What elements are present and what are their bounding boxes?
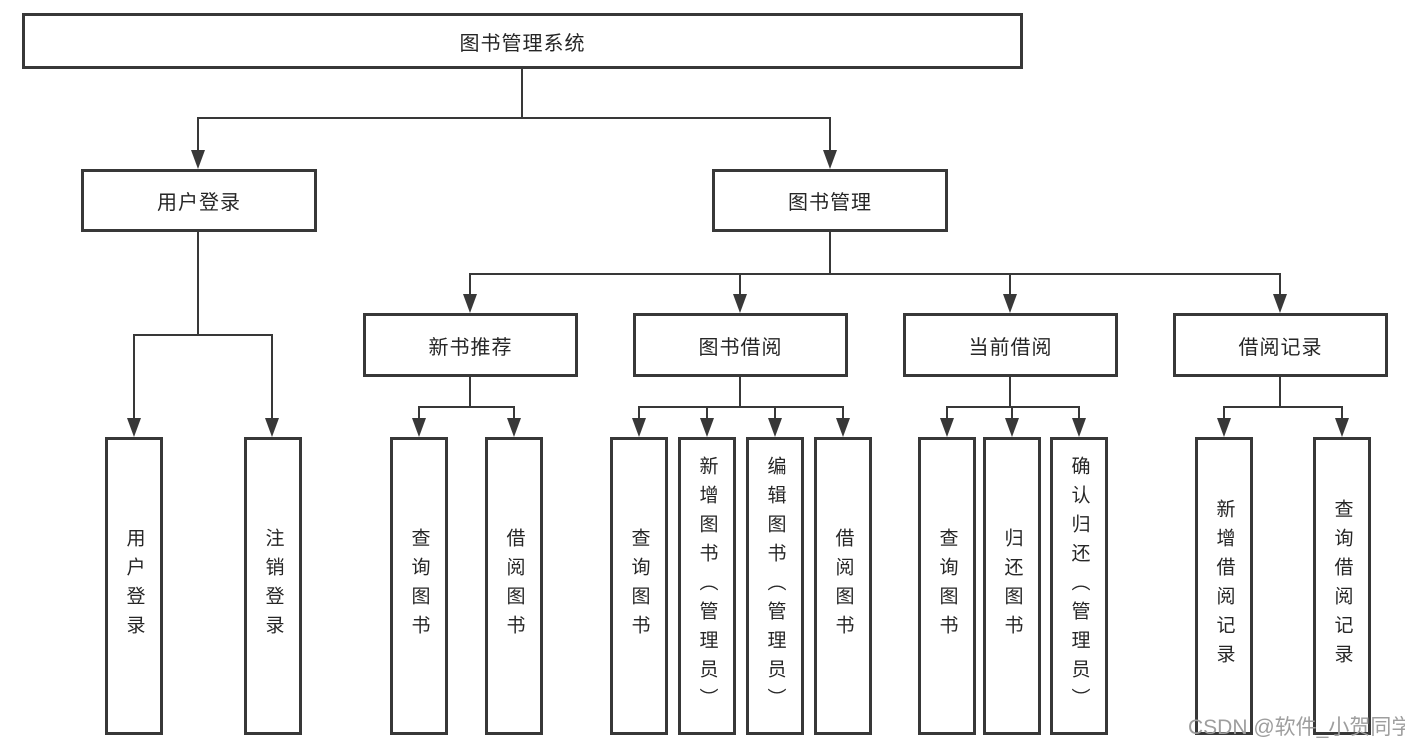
arrow-down-icon [1005,418,1019,437]
leaf-borrow-edit-books-admin: 编辑图书（管理员） [746,437,804,735]
node-book-management-label: 图书管理 [788,192,872,214]
leaf-user-login-label: 用户登录 [123,528,145,644]
arrow-down-icon [265,418,279,437]
connector-line [706,406,708,420]
connector-line [1009,273,1011,297]
connector-line [198,117,831,119]
leaf-borrow-add-books-admin-label: 新增图书（管理员） [696,455,718,717]
connector-line [133,334,135,420]
connector-line [133,334,273,336]
arrow-down-icon [127,418,141,437]
connector-line [419,406,515,408]
connector-line [946,406,948,420]
arrow-down-icon [1273,294,1287,313]
connector-line [469,377,471,406]
leaf-borrow-edit-books-admin-label: 编辑图书（管理员） [764,455,786,717]
connector-line [1223,406,1225,420]
leaf-records-query: 查询借阅记录 [1313,437,1371,735]
arrow-down-icon [700,418,714,437]
arrow-down-icon [823,150,837,169]
connector-line [1341,406,1343,420]
node-new-book-recommend-label: 新书推荐 [428,336,513,359]
arrow-down-icon [412,418,426,437]
connector-line [521,69,523,117]
node-root: 图书管理系统 [22,13,1023,69]
node-borrow-records-label: 借阅记录 [1238,336,1323,359]
node-current-borrow: 当前借阅 [903,313,1118,377]
leaf-newbook-borrow-books: 借阅图书 [485,437,543,735]
arrow-down-icon [463,294,477,313]
node-new-book-recommend: 新书推荐 [363,313,578,377]
connector-line [197,117,199,153]
leaf-borrow-borrow-books: 借阅图书 [814,437,872,735]
leaf-current-confirm-return-admin-label: 确认归还（管理员） [1068,455,1090,717]
connector-line [418,406,420,420]
connector-line [513,406,515,420]
leaf-logout-login-label: 注销登录 [262,528,284,644]
node-book-management: 图书管理 [712,169,948,232]
leaf-records-query-label: 查询借阅记录 [1331,499,1353,673]
connector-line [829,117,831,153]
connector-line [774,406,776,420]
node-book-borrow: 图书借阅 [633,313,848,377]
arrow-down-icon [836,418,850,437]
node-user-login: 用户登录 [81,169,317,232]
arrow-down-icon [507,418,521,437]
csdn-watermark: CSDN @软件_小贺同学 [1188,716,1405,739]
leaf-logout-login: 注销登录 [244,437,302,735]
leaf-records-add-label: 新增借阅记录 [1213,499,1235,673]
arrow-down-icon [940,418,954,437]
connector-line [947,406,1080,408]
connector-line [1279,273,1281,297]
leaf-newbook-query-books-label: 查询图书 [408,528,430,644]
arrow-down-icon [191,150,205,169]
leaf-current-return-books: 归还图书 [983,437,1041,735]
connector-line [739,273,741,297]
arrow-down-icon [1003,294,1017,313]
node-book-borrow-label: 图书借阅 [698,336,783,359]
node-user-login-label: 用户登录 [157,192,241,214]
leaf-newbook-borrow-books-label: 借阅图书 [503,528,525,644]
connector-line [639,406,843,408]
connector-line [469,273,471,297]
connector-line [1078,406,1080,420]
connector-line [470,273,1281,275]
connector-line [638,406,640,420]
node-borrow-records: 借阅记录 [1173,313,1388,377]
leaf-current-confirm-return-admin: 确认归还（管理员） [1050,437,1108,735]
arrow-down-icon [1335,418,1349,437]
arrow-down-icon [1072,418,1086,437]
node-current-borrow-label: 当前借阅 [968,336,1053,359]
node-root-label: 图书管理系统 [459,32,586,55]
leaf-current-query-books-label: 查询图书 [936,528,958,644]
arrow-down-icon [768,418,782,437]
leaf-user-login: 用户登录 [105,437,163,735]
connector-line [1224,406,1343,408]
connector-line [829,232,831,273]
connector-line [197,232,199,334]
leaf-borrow-query-books: 查询图书 [610,437,668,735]
leaf-newbook-query-books: 查询图书 [390,437,448,735]
connector-line [1011,406,1013,420]
leaf-borrow-add-books-admin: 新增图书（管理员） [678,437,736,735]
leaf-borrow-query-books-label: 查询图书 [628,528,650,644]
arrow-down-icon [733,294,747,313]
leaf-current-query-books: 查询图书 [918,437,976,735]
arrow-down-icon [632,418,646,437]
arrow-down-icon [1217,418,1231,437]
leaf-borrow-borrow-books-label: 借阅图书 [832,528,854,644]
connector-line [1009,377,1011,406]
leaf-current-return-books-label: 归还图书 [1001,528,1023,644]
connector-line [1279,377,1281,406]
connector-line [271,334,273,420]
leaf-records-add: 新增借阅记录 [1195,437,1253,735]
connector-line [739,377,741,406]
connector-line [842,406,844,420]
